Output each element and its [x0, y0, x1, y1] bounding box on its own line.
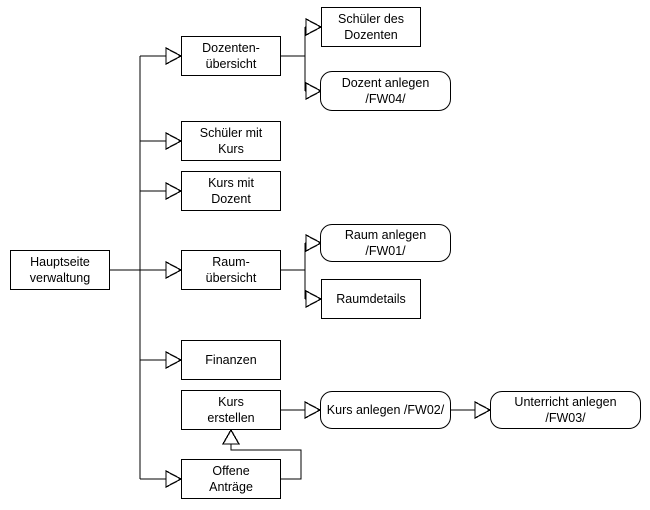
node-label: Raumdetails — [336, 292, 406, 306]
node-label: Kurs erstellen — [207, 395, 255, 425]
arrowhead-dozentenuebersicht — [165, 46, 183, 66]
arrowhead-offene-antraege — [165, 469, 183, 489]
arrowhead-schueler-mit-kurs — [165, 131, 183, 151]
node-label: Hauptseite verwaltung — [29, 255, 91, 285]
arrowhead-kurs-erstellen-from-antraege — [221, 428, 241, 445]
node-label: Finanzen — [205, 353, 257, 367]
arrowhead-finanzen — [165, 350, 183, 370]
arrowhead-raumdetails — [305, 289, 323, 309]
node-label: Unterricht anlegen /FW03/ — [514, 395, 617, 425]
node-hauptseite-verwaltung[interactable]: Hauptseite verwaltung — [10, 250, 110, 290]
arrowhead-dozent-anlegen — [305, 81, 323, 101]
node-offene-antraege[interactable]: Offene Anträge — [181, 459, 281, 499]
node-kurs-erstellen[interactable]: Kurs erstellen — [181, 390, 281, 430]
node-label: Offene Anträge — [209, 464, 253, 494]
node-dozenten-uebersicht[interactable]: Dozenten- übersicht — [181, 36, 281, 76]
node-label: Raum anlegen /FW01/ — [344, 228, 427, 258]
node-dozent-anlegen-fw04[interactable]: Dozent anlegen /FW04/ — [320, 71, 451, 111]
node-raum-uebersicht[interactable]: Raum- übersicht — [181, 250, 281, 290]
node-label: Schüler mit Kurs — [199, 126, 263, 156]
arrowhead-raum-anlegen — [305, 233, 323, 253]
node-label: Dozent anlegen /FW04/ — [341, 76, 430, 106]
node-label: Kurs anlegen /FW02/ — [326, 403, 445, 417]
arrowhead-schueler-des-dozenten — [305, 17, 323, 37]
node-kurs-mit-dozent[interactable]: Kurs mit Dozent — [181, 171, 281, 211]
arrowhead-unterricht-anlegen — [474, 400, 492, 420]
node-label: Schüler des Dozenten — [337, 12, 404, 42]
node-label: Dozenten- übersicht — [202, 41, 260, 71]
node-label: Kurs mit Dozent — [208, 176, 254, 206]
arrowhead-kurs-mit-dozent — [165, 181, 183, 201]
edge-offene-antraege-to-kurs-erstellen — [230, 444, 302, 480]
node-raum-anlegen-fw01[interactable]: Raum anlegen /FW01/ — [320, 224, 451, 262]
node-label: Raum- übersicht — [205, 255, 257, 285]
node-kurs-anlegen-fw02[interactable]: Kurs anlegen /FW02/ — [320, 391, 451, 429]
node-finanzen[interactable]: Finanzen — [181, 340, 281, 380]
node-unterricht-anlegen-fw03[interactable]: Unterricht anlegen /FW03/ — [490, 391, 641, 429]
arrowhead-raumuebersicht — [165, 260, 183, 280]
node-schueler-des-dozenten[interactable]: Schüler des Dozenten — [321, 7, 421, 47]
node-raumdetails[interactable]: Raumdetails — [321, 279, 421, 319]
arrowhead-kurs-anlegen — [304, 400, 322, 420]
node-schueler-mit-kurs[interactable]: Schüler mit Kurs — [181, 121, 281, 161]
